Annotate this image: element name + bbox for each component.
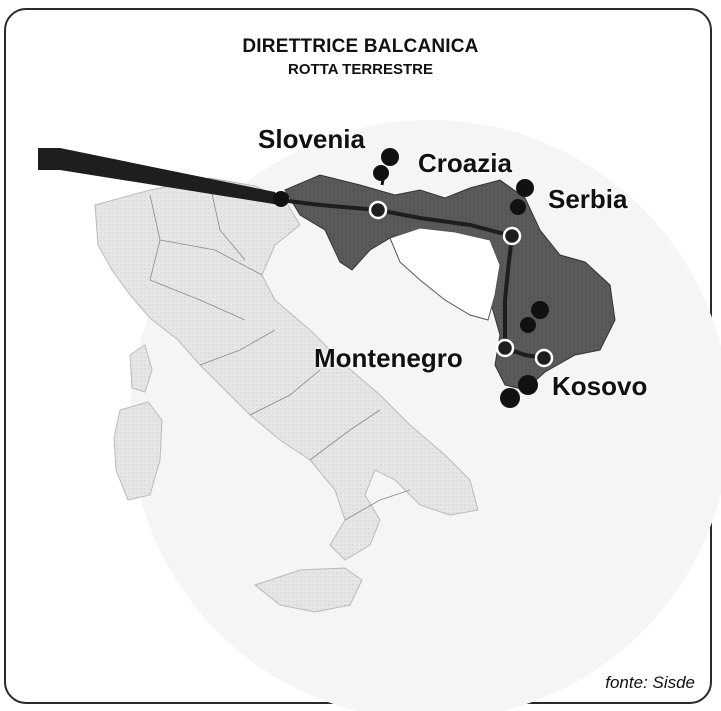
waypoint-serbia — [502, 226, 522, 246]
waypoint-trieste — [273, 191, 289, 207]
route-tail — [38, 148, 280, 205]
balkans-region — [284, 174, 616, 391]
pin-serbia — [510, 179, 534, 215]
map-title: DIRETTRICE BALCANICA — [242, 36, 479, 57]
waypoint-kosovo — [534, 348, 554, 368]
label-kosovo: Kosovo — [552, 371, 648, 401]
label-montenegro: Montenegro — [314, 343, 463, 373]
source-credit: fonte: Sisde — [605, 673, 695, 692]
region-borders — [149, 184, 411, 521]
sardinia-island — [113, 401, 163, 501]
map-subtitle: ROTTA TERRESTRE — [288, 61, 433, 78]
label-serbia: Serbia — [548, 184, 628, 214]
pin-montenegro — [520, 301, 549, 333]
corsica-island — [129, 344, 153, 393]
waypoint-croazia — [368, 200, 388, 220]
sicily-island — [253, 567, 363, 613]
italy-landmass — [94, 177, 479, 561]
label-slovenia: Slovenia — [258, 124, 365, 154]
pin-slovenia — [373, 148, 399, 186]
bosnia-region — [389, 227, 501, 321]
label-croazia: Croazia — [418, 148, 512, 178]
waypoint-montenegro — [495, 338, 515, 358]
pin-kosovo — [500, 375, 538, 408]
